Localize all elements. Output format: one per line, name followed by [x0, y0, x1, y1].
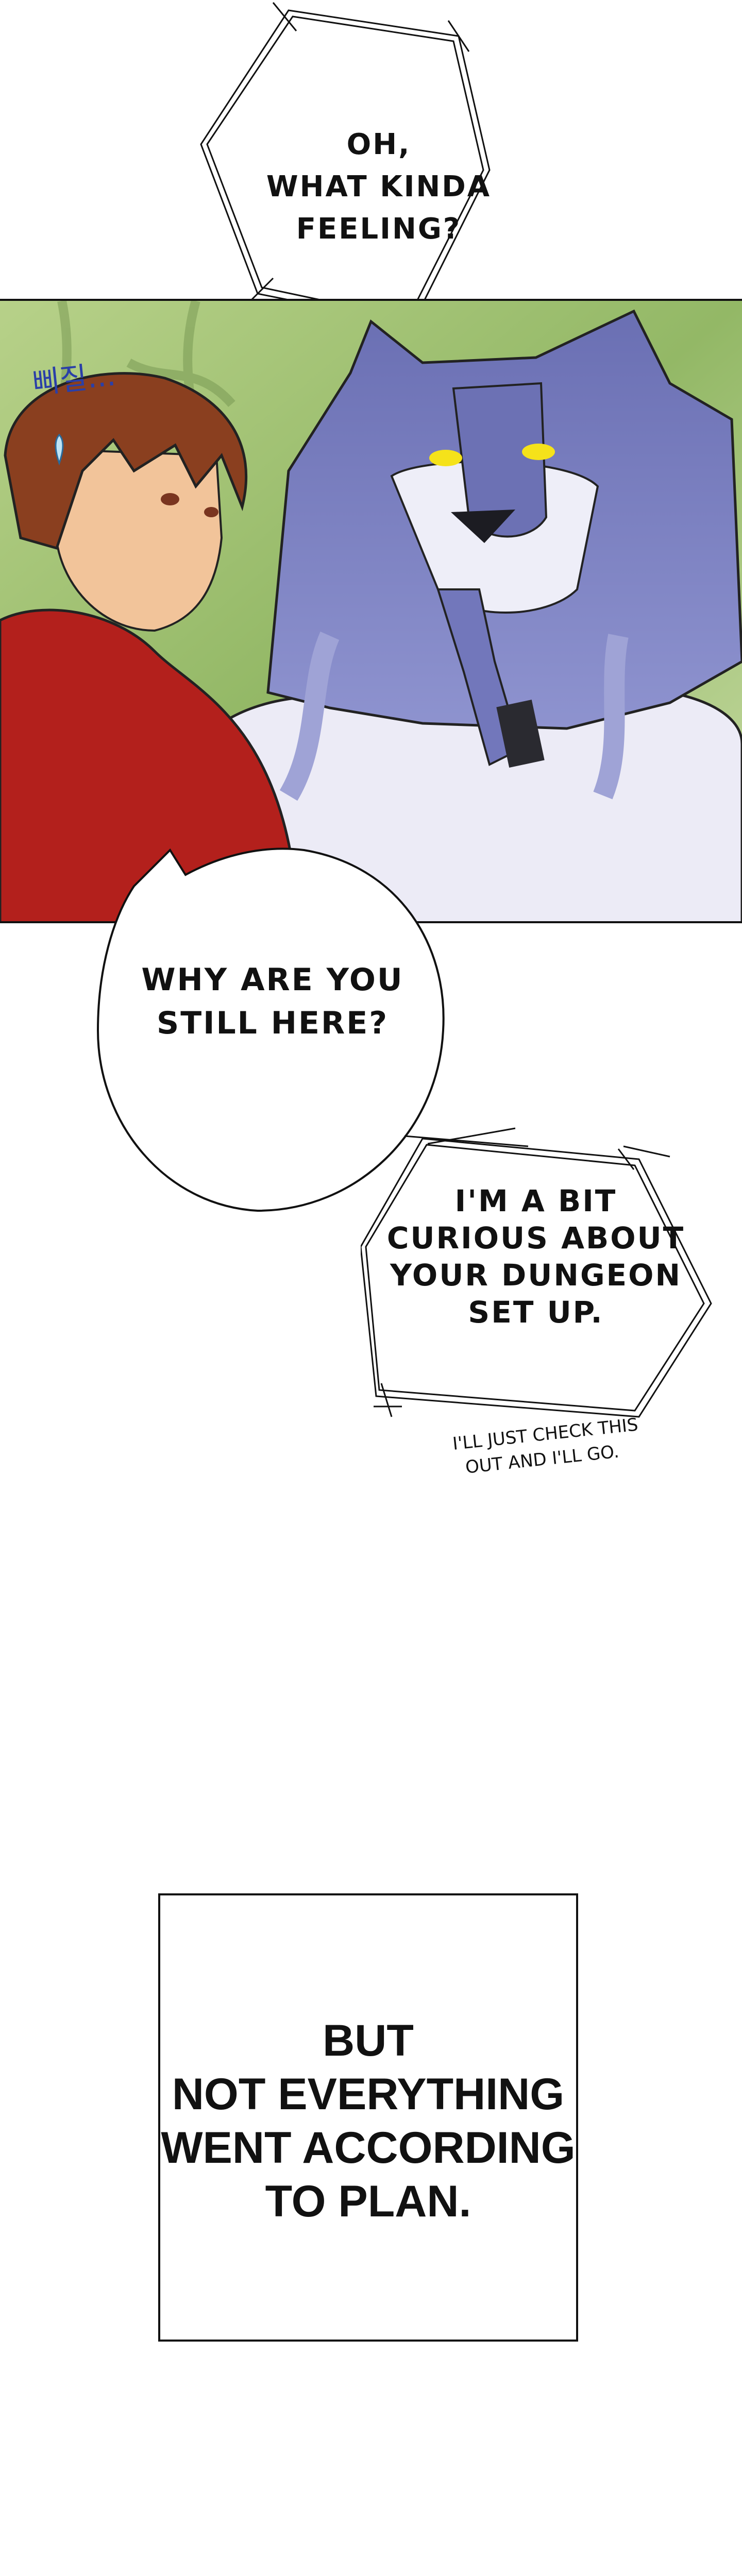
round-speech-bubble — [96, 848, 445, 1212]
speech-line: OH, — [346, 128, 411, 161]
brown-hair — [4, 372, 248, 550]
narration-line: TO PLAN. — [265, 2177, 471, 2226]
sweat-drop-icon — [55, 433, 64, 466]
speech-line: YOUR DUNGEON — [390, 1258, 682, 1293]
narration-line: WENT ACCORDING — [161, 2123, 576, 2173]
narration-box: BUT NOT EVERYTHING WENT ACCORDING TO PLA… — [158, 1893, 578, 2342]
red-shirt — [0, 608, 300, 921]
speech-line: STILL HERE? — [156, 1005, 389, 1041]
speech-text-right: I'M A BIT CURIOUS ABOUT YOUR DUNGEON SET… — [371, 1182, 701, 1331]
speech-line: SET UP. — [468, 1295, 604, 1330]
sound-effect-text: 삐질... — [30, 357, 117, 401]
hexagon-speech-bubble-right — [361, 1127, 712, 1418]
speech-line: WHAT KINDA — [266, 170, 492, 204]
boy-character — [0, 372, 300, 921]
speech-line: FEELING? — [296, 212, 462, 246]
comic-panel-wolf-and-boy: 삐질... — [0, 299, 742, 923]
speech-text-top: OH, WHAT KINDA FEELING? — [258, 124, 500, 250]
narration-text: BUT NOT EVERYTHING WENT ACCORDING TO PLA… — [160, 2014, 576, 2228]
wolf-eye-left — [429, 450, 462, 466]
narration-line: BUT — [323, 2016, 414, 2065]
wolf-eye-right — [522, 444, 555, 460]
speech-text-round: WHY ARE YOU STILL HERE? — [95, 958, 450, 1045]
speech-line: WHY ARE YOU — [141, 962, 404, 998]
speech-line: I'M A BIT — [454, 1183, 617, 1218]
narration-line: NOT EVERYTHING — [172, 2070, 565, 2119]
speech-line: CURIOUS ABOUT — [386, 1221, 685, 1256]
wolf-nose — [451, 510, 515, 543]
